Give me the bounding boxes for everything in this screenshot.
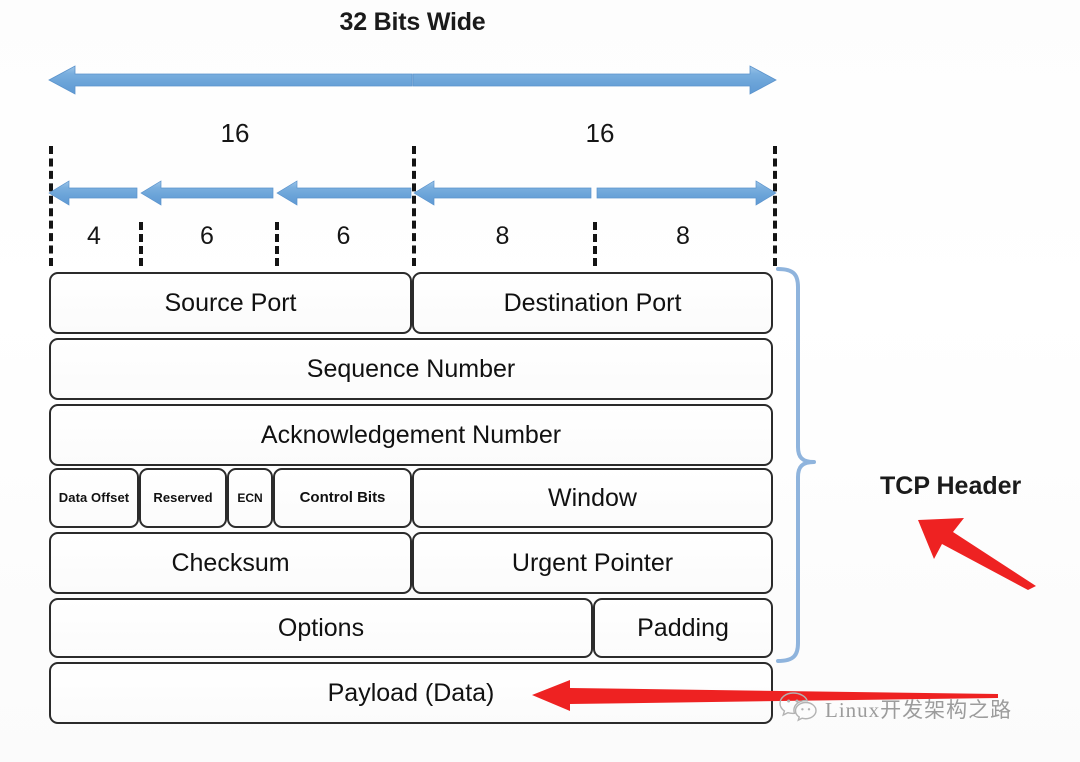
field-source-port[interactable]: Source Port [49, 272, 412, 334]
tick-guide-24bit [593, 222, 597, 266]
ruler-label-bits-6b: 6 [336, 222, 351, 250]
red-arrow-to-payload [530, 678, 1000, 714]
field-sequence-number[interactable]: Sequence Number [49, 338, 773, 400]
field-reserved[interactable]: Reserved [139, 468, 227, 528]
ruler-label-half-right: 16 [585, 118, 615, 148]
field-destination-port[interactable]: Destination Port [412, 272, 773, 334]
tick-guide-right [773, 146, 777, 266]
field-window[interactable]: Window [412, 468, 773, 528]
field-urgent-pointer[interactable]: Urgent Pointer [412, 532, 773, 594]
tick-guide-4bit [139, 222, 143, 266]
ruler-label-bits-8a: 8 [495, 222, 510, 250]
field-acknowledgement-number[interactable]: Acknowledgement Number [49, 404, 773, 466]
watermark-text: Linux开发架构之路 [825, 697, 1013, 722]
field-data-offset[interactable]: Data Offset [49, 468, 139, 528]
red-arrow-to-tcp-header [912, 510, 1042, 592]
tcp-header-brace [772, 265, 832, 665]
tick-guide-10bit [275, 222, 279, 266]
tcp-header-label: TCP Header [880, 472, 1022, 500]
ruler-label-bits-8b: 8 [676, 222, 690, 250]
field-checksum[interactable]: Checksum [49, 532, 412, 594]
tick-guide-left [49, 146, 53, 266]
field-ecn[interactable]: ECN [227, 468, 273, 528]
width-arrow-bitgroups [45, 177, 780, 209]
tick-guide-mid [412, 146, 416, 266]
wechat-icon [778, 690, 818, 727]
field-options[interactable]: Options [49, 598, 593, 658]
field-padding[interactable]: Padding [593, 598, 773, 658]
ruler-label-bits-4: 4 [87, 222, 101, 250]
width-arrow-32bit [45, 62, 780, 98]
diagram-title: 32 Bits Wide [339, 8, 486, 36]
ruler-label-half-left: 16 [220, 118, 250, 148]
field-control-bits[interactable]: Control Bits [273, 468, 412, 528]
watermark: Linux开发架构之路 [778, 690, 1012, 727]
ruler-label-bits-6a: 6 [200, 222, 214, 250]
